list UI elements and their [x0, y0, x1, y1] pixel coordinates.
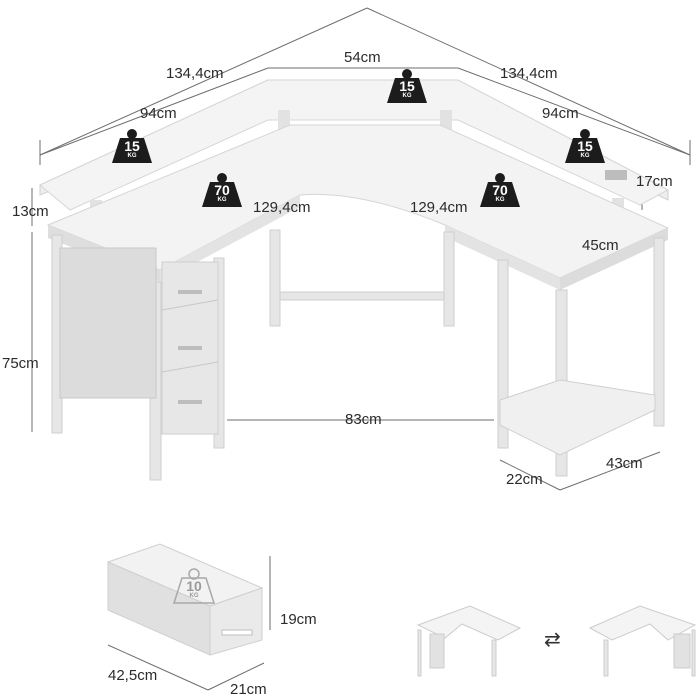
- power-outlet-icon: [605, 170, 627, 180]
- fabric-drawer: [106, 543, 264, 656]
- dimension-leg-span: 83cm: [345, 411, 382, 428]
- weight-icon: [565, 129, 605, 163]
- dimension-inner-right: 129,4cm: [410, 199, 468, 216]
- drawer-handle: [178, 346, 202, 350]
- weight-unit: KG: [127, 153, 137, 159]
- drawer-handle: [178, 400, 202, 404]
- weight-value: 10: [186, 578, 202, 594]
- drawer-handle: [221, 629, 253, 636]
- weight-value: 15: [399, 78, 415, 94]
- weight-badge-desk-left: 70 KG: [200, 172, 244, 208]
- thumbnail-right-config: [588, 605, 697, 677]
- dimension-shelf-left: 94cm: [140, 105, 177, 122]
- dimension-drawer-width: 42,5cm: [108, 667, 158, 684]
- weight-value: 70: [492, 182, 508, 198]
- weight-icon: [202, 173, 242, 207]
- dimension-inner-left: 129,4cm: [253, 199, 311, 216]
- weight-icon: [172, 568, 216, 604]
- weight-badge-shelf-center: 15 KG: [385, 68, 429, 104]
- weight-unit: KG: [580, 153, 590, 159]
- weight-unit: KG: [402, 93, 412, 99]
- dimension-shelf-small-width: 22cm: [506, 471, 543, 488]
- weight-icon: [112, 129, 152, 163]
- dimension-top-width: 54cm: [344, 49, 381, 66]
- reversible-arrows-icon: ⇄: [544, 627, 561, 651]
- dimension-drawer-height: 19cm: [280, 611, 317, 628]
- drawer-unit: [59, 247, 219, 435]
- weight-icon: [480, 173, 520, 207]
- weight-badge-drawer: 10 KG: [172, 568, 216, 604]
- dimension-desk-height: 75cm: [2, 355, 39, 372]
- dimension-shelf-small-depth: 43cm: [606, 455, 643, 472]
- weight-value: 15: [577, 138, 593, 154]
- dimension-desk-depth: 45cm: [582, 237, 619, 254]
- weight-unit: KG: [217, 197, 227, 203]
- weight-badge-shelf-left: 15 KG: [110, 128, 154, 164]
- weight-unit: KG: [189, 593, 199, 599]
- weight-badge-desk-right: 70 KG: [478, 172, 522, 208]
- weight-badge-shelf-right: 15 KG: [563, 128, 607, 164]
- weight-icon: [387, 69, 427, 103]
- drawer-handle: [178, 290, 202, 294]
- dimension-drawer-depth: 21cm: [230, 681, 267, 698]
- dimension-shelf-depth: 17cm: [636, 173, 673, 190]
- dimension-overall-left: 134,4cm: [166, 65, 224, 82]
- weight-value: 70: [214, 182, 230, 198]
- thumbnail-left-config: [416, 605, 522, 677]
- weight-unit: KG: [495, 197, 505, 203]
- desk-frame: [51, 229, 665, 481]
- weight-value: 15: [124, 138, 140, 154]
- dimension-shelf-height: 13cm: [12, 203, 49, 220]
- dimension-shelf-right: 94cm: [542, 105, 579, 122]
- dimension-overall-right: 134,4cm: [500, 65, 558, 82]
